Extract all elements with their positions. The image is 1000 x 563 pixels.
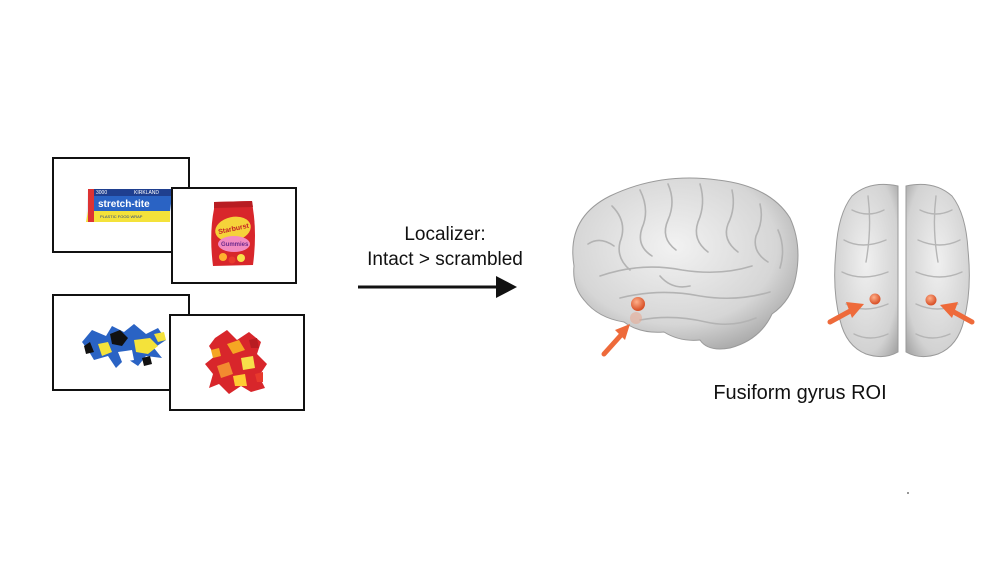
scrambled-wrap-image (82, 324, 166, 368)
localizer-label-line1: Localizer: (404, 224, 486, 245)
localizer-label-line2: Intact > scrambled (367, 249, 523, 270)
roi-arrow-ventral-right-icon (940, 302, 975, 325)
scrambled-stimulus-candy (169, 314, 305, 411)
wrap-subtitle: PLASTIC FOOD WRAP (100, 214, 143, 219)
plastic-wrap-image: KIRKLAND 3000 stretch-tite PLASTIC FOOD … (86, 189, 172, 222)
main-arrow-icon (358, 276, 517, 298)
scrambled-candy-image (205, 330, 267, 394)
roi-arrow-lateral-icon (601, 324, 630, 357)
wrap-brand-small: KIRKLAND (134, 190, 159, 196)
intact-stimulus-candy-bag: Starburst Gummies (171, 187, 297, 284)
wrap-count: 3000 (96, 190, 107, 196)
roi-arrow-ventral-left-icon (827, 302, 864, 325)
roi-marker-ventral-left (869, 293, 881, 305)
candy-bag-image: Starburst Gummies (211, 201, 255, 266)
roi-marker-ventral-right (925, 294, 937, 306)
intact-stimulus-plastic-wrap: KIRKLAND 3000 stretch-tite PLASTIC FOOD … (52, 157, 190, 253)
roi-label: Fusiform gyrus ROI (713, 382, 887, 404)
brain-ventral-view (834, 183, 970, 358)
roi-marker-lateral (631, 297, 645, 311)
wrap-brand-main: stretch-tite (98, 199, 150, 210)
brain-lateral-view (572, 177, 799, 350)
candy-subtitle: Gummies (221, 242, 249, 248)
stray-dot (907, 492, 909, 494)
scrambled-stimulus-wrap (52, 294, 190, 391)
